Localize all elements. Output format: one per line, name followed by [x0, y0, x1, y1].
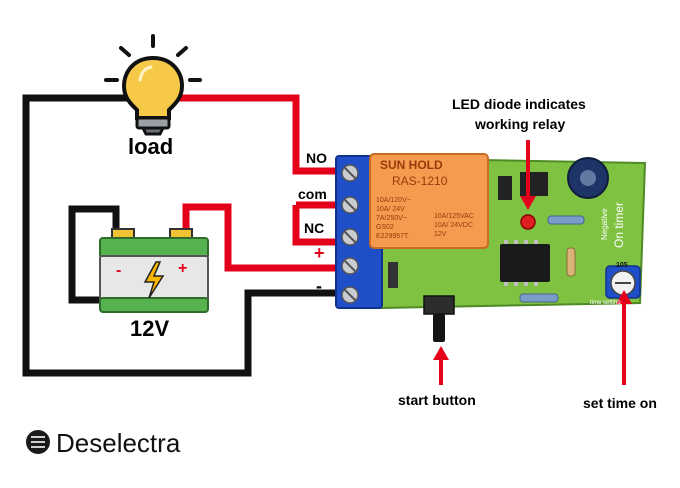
relay-rating-right-1: 10A/125VAC [434, 213, 474, 220]
led-note-line1: LED diode indicates [452, 96, 586, 112]
battery-voltage-label: 12V [130, 316, 170, 341]
battery-icon [99, 228, 209, 313]
set-time-label: set time on [583, 395, 657, 411]
terminal-plus-label: + [314, 243, 325, 263]
diode [498, 176, 512, 200]
black-wire-load-return [22, 94, 340, 377]
relay-component [369, 153, 489, 249]
led-note-line2: working relay [475, 116, 566, 132]
relay-rating-left-3: 7A/250V~ [376, 215, 407, 222]
red-wire-battery-positive [182, 203, 340, 272]
terminal-com-label: com [298, 186, 327, 202]
start-button-label: start button [398, 392, 476, 408]
transistor [520, 172, 548, 196]
timer-ic [500, 244, 550, 282]
wires [22, 94, 340, 377]
arrow-start-button-head [433, 346, 449, 360]
deselectra-logo-icon [26, 430, 50, 454]
terminal-minus-label: - [316, 276, 322, 296]
relay-rating-left-1: 10A/120V~ [376, 197, 411, 204]
start-button-component [423, 295, 455, 342]
relay-rating-right-3: 12V [434, 231, 447, 238]
lightning-icon [143, 261, 165, 299]
resistors [519, 215, 585, 303]
brand-name: Deselectra [56, 428, 181, 458]
red-wire-com-link [292, 205, 340, 246]
relay-rating-right-2: 10A/ 24VDC [434, 222, 473, 229]
relay-rating-left-2: 10A/ 24V [376, 206, 405, 213]
relay-rating-right: 10A/125VAC 10A/ 24VDC 12V [434, 212, 474, 239]
load-label: load [128, 134, 174, 159]
terminal-nc-label: NC [304, 220, 325, 236]
pot-value: 105 [616, 262, 628, 269]
battery-plus-sign: + [178, 260, 188, 277]
small-diode [388, 262, 398, 288]
relay-model: RAS-1210 [392, 174, 448, 188]
arrow-led-head [520, 196, 536, 210]
silk-on-timer: On timer [612, 201, 626, 248]
relay-rating-code: GS02 [376, 224, 394, 231]
led-indicator [520, 214, 536, 230]
relay-brand: SUN HOLD [380, 158, 443, 172]
annotation-arrows [433, 140, 632, 385]
arrow-set-time-head [616, 290, 632, 304]
silk-time-setting: time setting [590, 300, 621, 306]
relay-rating-left: 10A/120V~ 10A/ 24V 7A/250V~ GS02 E229957… [376, 196, 411, 241]
relay-board [335, 153, 647, 342]
battery-minus-sign: - [116, 262, 122, 279]
relay-rating-code2: E229957T [376, 233, 409, 240]
silk-negative: Negative [600, 208, 609, 240]
red-wire-load-no [176, 94, 340, 175]
black-wire-battery-negative [68, 205, 120, 304]
terminal-no-label: NO [306, 150, 327, 166]
light-bulb-icon [104, 34, 202, 136]
